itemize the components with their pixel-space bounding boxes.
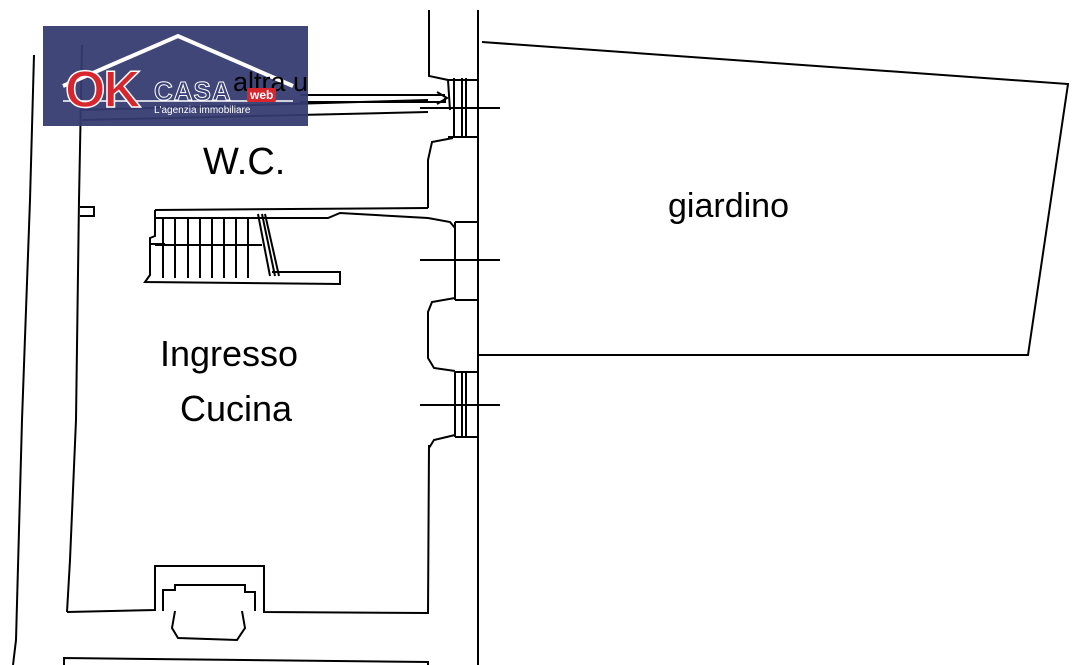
window-middle [420, 221, 500, 301]
logo-tagline: L'agenzia immobiliare [154, 105, 251, 116]
wall-right-2 [427, 137, 454, 208]
agency-logo-banner: altra unita' OK CASA web L'agenzia immob… [43, 26, 308, 126]
wall-left-notch [80, 206, 95, 217]
partition-stairs [154, 207, 429, 219]
garden-outline [478, 41, 1070, 356]
room-label-cucina: Cucina [180, 388, 293, 429]
wall-right-5 [428, 434, 456, 449]
logo-web-badge: web [247, 88, 277, 102]
wall-right-1 [428, 10, 451, 111]
wall-bottom [66, 444, 430, 615]
outer-wall-left [12, 54, 35, 665]
wall-lower [63, 656, 429, 665]
staircase-frame [143, 210, 341, 286]
wall-left [66, 44, 83, 613]
window-bottom [420, 371, 500, 438]
stair-treads [150, 219, 262, 278]
logo-ok-text: OK [64, 61, 142, 119]
room-label-wc: W.C. [203, 141, 286, 183]
stove-base [170, 610, 247, 642]
window-top [420, 78, 500, 138]
room-label-ingresso: Ingresso [160, 333, 299, 374]
stair-rail [257, 213, 280, 277]
logo-casa-text: CASA [154, 76, 232, 106]
stove [162, 584, 256, 611]
room-label-giardino: giardino [668, 187, 789, 225]
wall-right-3 [427, 217, 456, 229]
wall-right-4 [427, 297, 456, 372]
pointer-line [300, 91, 449, 105]
